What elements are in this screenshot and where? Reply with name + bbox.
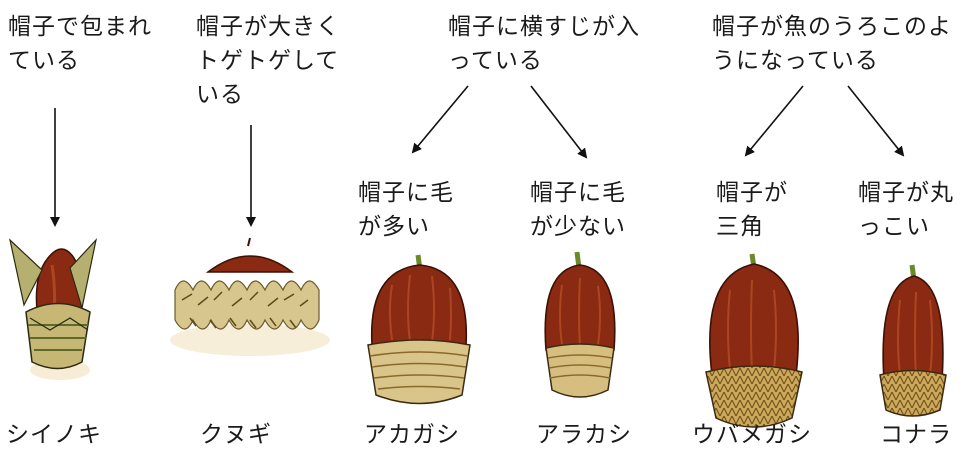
- subcategory-label-triangular: 帽子が三角: [716, 180, 788, 240]
- kunugi-acorn-illustration: [170, 237, 330, 356]
- species-label-akagashi: アカガシ: [364, 422, 460, 448]
- category-label-scales: 帽子が魚のうろこのようになっている: [712, 14, 952, 74]
- arrow-scales-to-konara: [847, 85, 905, 157]
- species-label-kunugi: クヌギ: [200, 422, 272, 448]
- shiinoki-acorn-illustration: [9, 238, 98, 380]
- arrow-scales-to-ubamegashi: [744, 85, 804, 157]
- category-label-horizontal-stripes: 帽子に横すじが入っている: [448, 14, 640, 74]
- category-label-wrapped: 帽子で包まれている: [8, 14, 152, 74]
- subcategory-label-many-hairs: 帽子に毛が多い: [358, 180, 454, 240]
- species-label-konara: コナラ: [880, 422, 952, 448]
- ubamegashi-acorn-illustration: [705, 253, 803, 428]
- species-label-ubamegashi: ウバメガシ: [692, 422, 812, 448]
- arrow-stripes-to-arakashi: [530, 85, 588, 159]
- arrow-stripes-to-akagashi: [411, 85, 469, 154]
- subcategory-label-few-hairs: 帽子に毛が少ない: [530, 180, 626, 240]
- arakashi-acorn-illustration: [544, 251, 616, 398]
- species-label-arakashi: アラカシ: [536, 422, 632, 448]
- subcategory-label-round: 帽子が丸っこい: [858, 180, 954, 240]
- category-label-spiky: 帽子が大きくトゲトゲしている: [196, 14, 340, 108]
- species-label-shiinoki: シイノキ: [6, 422, 102, 448]
- konara-acorn-illustration: [879, 264, 947, 417]
- akagashi-acorn-illustration: [367, 254, 471, 405]
